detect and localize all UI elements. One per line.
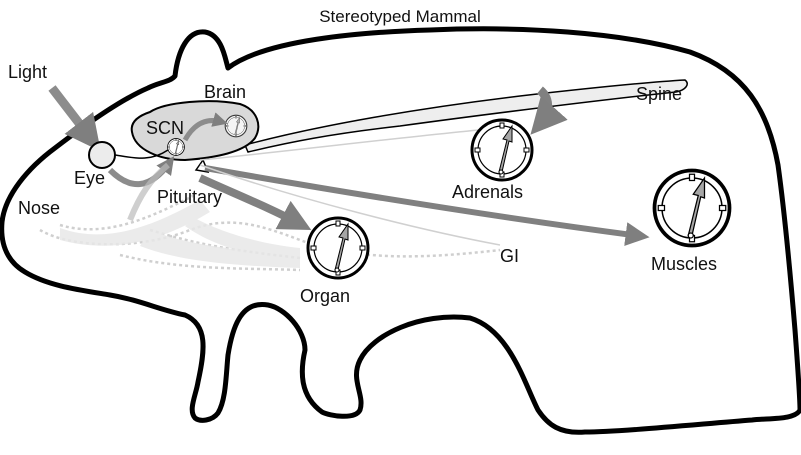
label-organ: Organ (300, 286, 350, 306)
eye (89, 142, 115, 168)
label-eye: Eye (74, 168, 105, 188)
label-nose: Nose (18, 198, 60, 218)
label-spine: Spine (636, 84, 682, 104)
label-pituitary: Pituitary (157, 187, 222, 207)
adrenals-clock-icon (472, 120, 532, 180)
label-muscles: Muscles (651, 254, 717, 274)
scn-clock-icon (168, 139, 185, 156)
label-scn: SCN (146, 118, 184, 138)
muscles-clock-icon (655, 171, 730, 246)
label-brain: Brain (204, 82, 246, 102)
brain-clock-icon (225, 115, 247, 137)
diagram-title: Stereotyped Mammal (319, 7, 481, 26)
label-adrenals: Adrenals (452, 182, 523, 202)
label-light: Light (8, 62, 47, 82)
organ-clock-icon (308, 218, 368, 278)
label-gi: GI (500, 246, 519, 266)
